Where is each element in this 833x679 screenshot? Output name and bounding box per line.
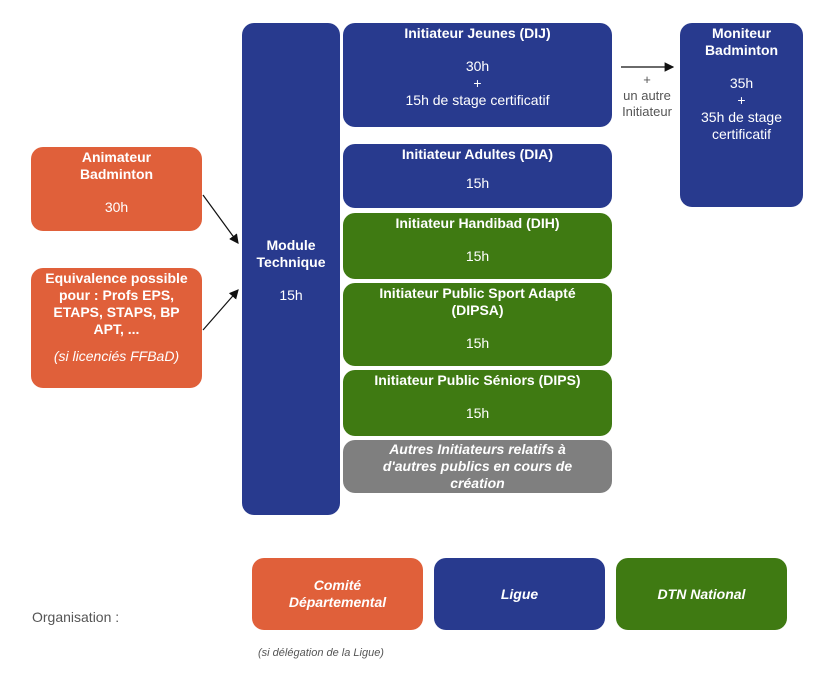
initiateur-adultes-title: Initiateur Adultes (DIA) bbox=[401, 146, 554, 162]
autres-initiateurs-box: Autres Initiateurs relatifs à d'autres p… bbox=[343, 440, 612, 493]
legend-ligue-label: Ligue bbox=[500, 585, 539, 602]
moniteur-plus: + bbox=[737, 92, 746, 108]
moniteur-box: Moniteur Badminton 35h + 35h de stage ce… bbox=[680, 23, 803, 207]
module-title: Module Technique bbox=[256, 237, 326, 270]
legend-ligue: Ligue bbox=[434, 558, 605, 630]
moniteur-title: Moniteur Badminton bbox=[704, 25, 779, 58]
legend-dtn: DTN National bbox=[616, 558, 787, 630]
moniteur-hours: 35h bbox=[729, 75, 754, 91]
initiateur-adultes-box: Initiateur Adultes (DIA) 15h bbox=[343, 144, 612, 208]
initiateur-jeunes-hours: 30h bbox=[465, 58, 490, 74]
initiateur-seniors-box: Initiateur Public Séniors (DIPS) 15h bbox=[343, 370, 612, 436]
initiateur-sport-adapte-title: Initiateur Public Sport Adapté (DIPSA) bbox=[379, 285, 576, 318]
animateur-box: Animateur Badminton 30h bbox=[31, 147, 202, 231]
equivalence-note: (si licenciés FFBaD) bbox=[53, 348, 180, 364]
initiateur-sport-adapte-hours: 15h bbox=[465, 335, 490, 351]
initiateur-seniors-title: Initiateur Public Séniors (DIPS) bbox=[374, 372, 581, 388]
initiateur-jeunes-box: Initiateur Jeunes (DIJ) 30h + 15h de sta… bbox=[343, 23, 612, 127]
arrow-equivalence-to-module bbox=[202, 289, 239, 331]
legend-comite: Comité Départemental bbox=[252, 558, 423, 630]
animateur-title: Animateur Badminton bbox=[79, 149, 154, 182]
prerequisite-text: un autre Initiateur bbox=[622, 88, 672, 119]
initiateur-handibad-hours: 15h bbox=[465, 248, 490, 264]
initiateur-handibad-title: Initiateur Handibad (DIH) bbox=[395, 215, 560, 231]
initiateur-jeunes-title: Initiateur Jeunes (DIJ) bbox=[404, 25, 551, 41]
module-hours: 15h bbox=[279, 287, 303, 303]
organisation-note: (si délégation de la Ligue) bbox=[258, 647, 384, 659]
arrow-animateur-to-module bbox=[202, 194, 239, 244]
prerequisite-label: + un autre Initiateur bbox=[612, 72, 682, 120]
equivalence-title: Equivalence possible pour : Profs EPS, E… bbox=[45, 270, 188, 337]
initiateur-adultes-hours: 15h bbox=[465, 175, 490, 191]
initiateur-handibad-box: Initiateur Handibad (DIH) 15h bbox=[343, 213, 612, 279]
autres-initiateurs-text: Autres Initiateurs relatifs à d'autres p… bbox=[382, 441, 573, 491]
initiateur-seniors-hours: 15h bbox=[465, 405, 490, 421]
legend-comite-label: Comité Départemental bbox=[288, 577, 387, 610]
equivalence-box: Equivalence possible pour : Profs EPS, E… bbox=[31, 268, 202, 388]
animateur-hours: 30h bbox=[104, 199, 129, 215]
module-technique-box: Module Technique 15h bbox=[242, 23, 340, 515]
initiateur-sport-adapte-box: Initiateur Public Sport Adapté (DIPSA) 1… bbox=[343, 283, 612, 366]
moniteur-extra: 35h de stage certificatif bbox=[701, 109, 782, 142]
initiateur-jeunes-extra: 15h de stage certificatif bbox=[405, 92, 550, 108]
legend-dtn-label: DTN National bbox=[657, 585, 746, 602]
prerequisite-plus: + bbox=[643, 72, 651, 87]
initiateur-jeunes-plus: + bbox=[473, 75, 482, 91]
organisation-label: Organisation : bbox=[32, 609, 120, 625]
